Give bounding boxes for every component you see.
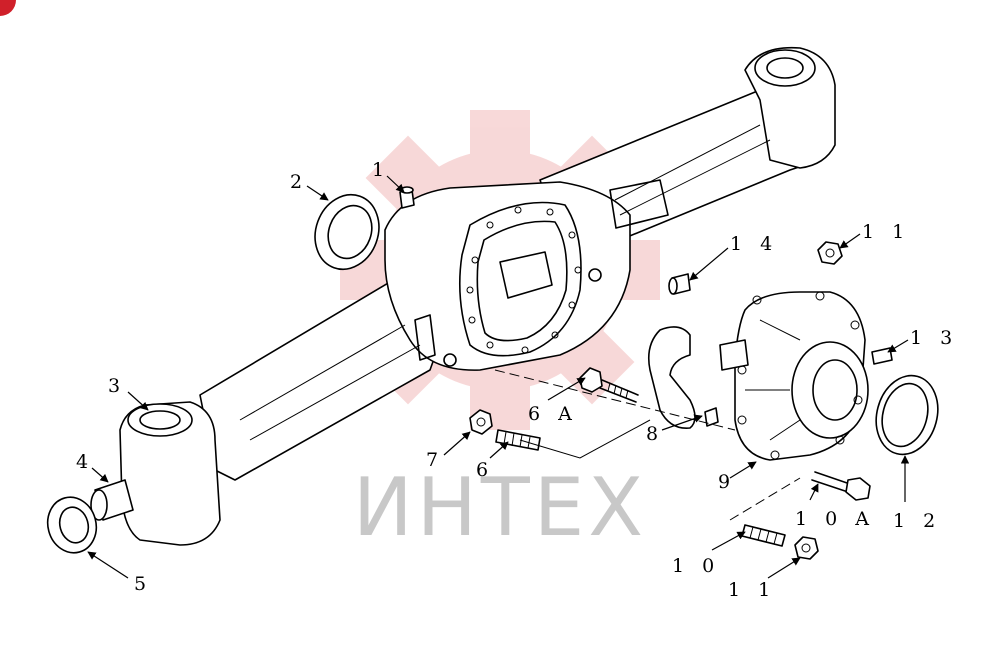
leader-lines bbox=[87, 175, 910, 579]
callout-12: 1 2 bbox=[893, 510, 941, 532]
bolt-10a bbox=[811, 471, 871, 501]
callout-2: 2 bbox=[290, 171, 308, 193]
assembly-lines bbox=[494, 369, 801, 521]
callout-14: 1 4 bbox=[730, 233, 778, 255]
pin-8 bbox=[704, 407, 719, 427]
callout-8: 8 bbox=[646, 423, 664, 445]
callout-13: 1 3 bbox=[910, 327, 958, 349]
seal-ring-12 bbox=[875, 374, 939, 456]
hub-housing-9 bbox=[719, 291, 869, 461]
seal-ring-2 bbox=[314, 193, 380, 271]
callout-9: 9 bbox=[718, 471, 736, 493]
seal-5 bbox=[46, 496, 98, 554]
callout-4: 4 bbox=[76, 451, 94, 473]
stud-10 bbox=[741, 524, 786, 547]
callout-10: 1 0 bbox=[672, 555, 720, 577]
callout-11-top: 1 1 bbox=[862, 221, 910, 243]
callout-6a: 6 A bbox=[528, 403, 578, 425]
callout-10a: 1 0 A bbox=[795, 508, 875, 530]
callout-7: 7 bbox=[426, 449, 444, 471]
callout-labels: 1 2 3 4 5 6 6 A 7 8 9 1 0 1 0 A 1 1 1 1 … bbox=[76, 159, 958, 601]
callout-6: 6 bbox=[476, 459, 494, 481]
bolt-6a bbox=[579, 367, 639, 403]
callout-1: 1 bbox=[372, 159, 390, 181]
callout-11-bottom: 1 1 bbox=[728, 579, 776, 601]
callout-5: 5 bbox=[134, 573, 152, 595]
axle-housing bbox=[119, 46, 836, 546]
nut-7 bbox=[469, 409, 493, 435]
watermark-text: ИНТЕХ bbox=[353, 461, 647, 554]
pin-13 bbox=[871, 347, 893, 365]
pin-14 bbox=[668, 273, 691, 295]
nut-11-bottom bbox=[794, 536, 819, 560]
bushing-4 bbox=[90, 479, 134, 521]
nut-11-top bbox=[817, 241, 843, 265]
callout-3: 3 bbox=[108, 375, 126, 397]
bracket bbox=[647, 326, 696, 429]
corner-badge bbox=[0, 0, 16, 16]
stud-6 bbox=[495, 429, 541, 451]
